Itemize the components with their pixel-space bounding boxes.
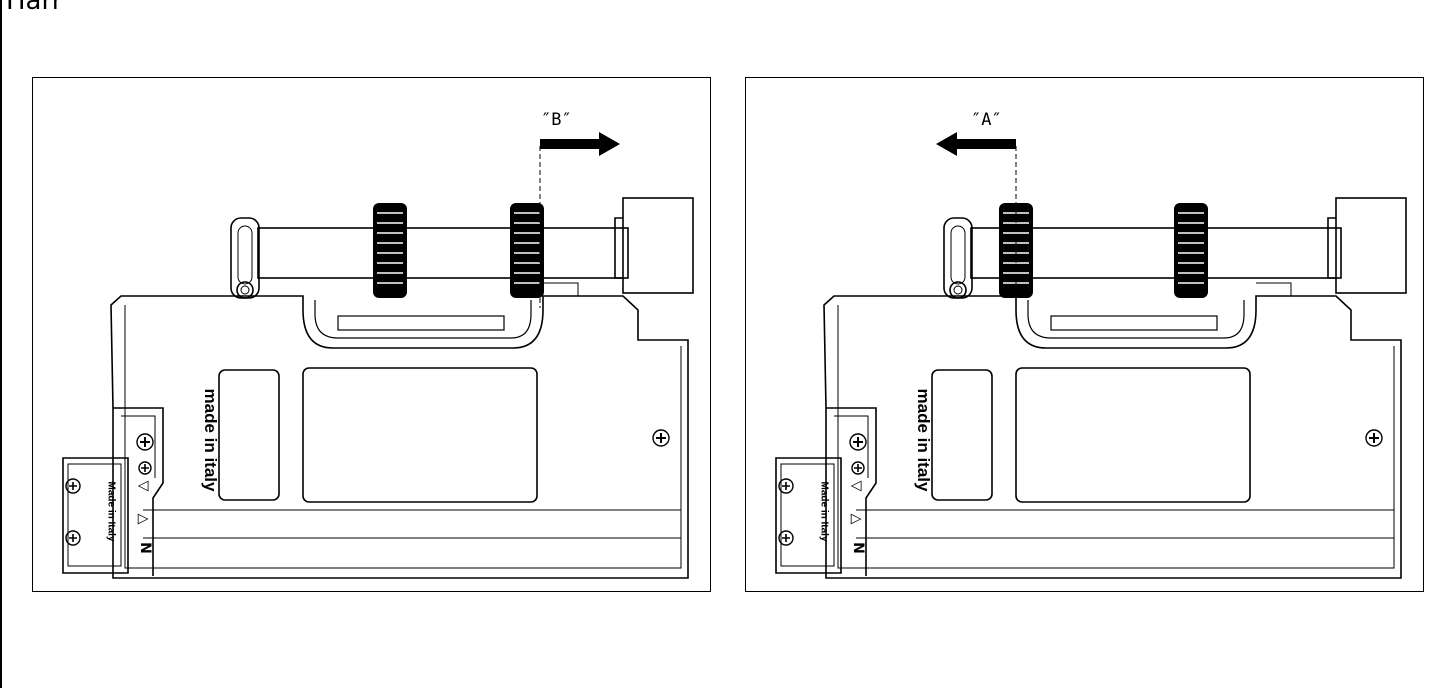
page-title-fragment: Harr <box>6 0 63 16</box>
made-in-italy-tag: made in italy <box>201 388 220 492</box>
diagram-panel-left: ″B″ made in italy Made in Italy ▽ △ N <box>32 77 711 592</box>
cover-made-in-italy: Made in Italy <box>105 481 117 542</box>
made-in-italy-tag: made in italy <box>914 388 933 492</box>
symbol-down-triangle: ▽ <box>848 480 865 492</box>
symbol-up-triangle: △ <box>848 513 865 525</box>
symbol-down-triangle: ▽ <box>135 480 152 492</box>
left-arrow-icon <box>936 132 1016 156</box>
arrow-label: ″A″ <box>971 110 1002 130</box>
device-drawing-right <box>775 132 1407 579</box>
symbol-up-triangle: △ <box>135 513 152 525</box>
right-arrow-icon <box>540 132 620 156</box>
arrow-label: ″B″ <box>541 110 572 130</box>
symbol-n: N <box>136 542 153 554</box>
diagram-panel-right: ″A″ made in italy Made in Italy ▽ △ N <box>745 77 1424 592</box>
device-drawing-left <box>62 132 694 579</box>
symbol-n: N <box>849 542 866 554</box>
cover-made-in-italy: Made in Italy <box>818 481 830 542</box>
